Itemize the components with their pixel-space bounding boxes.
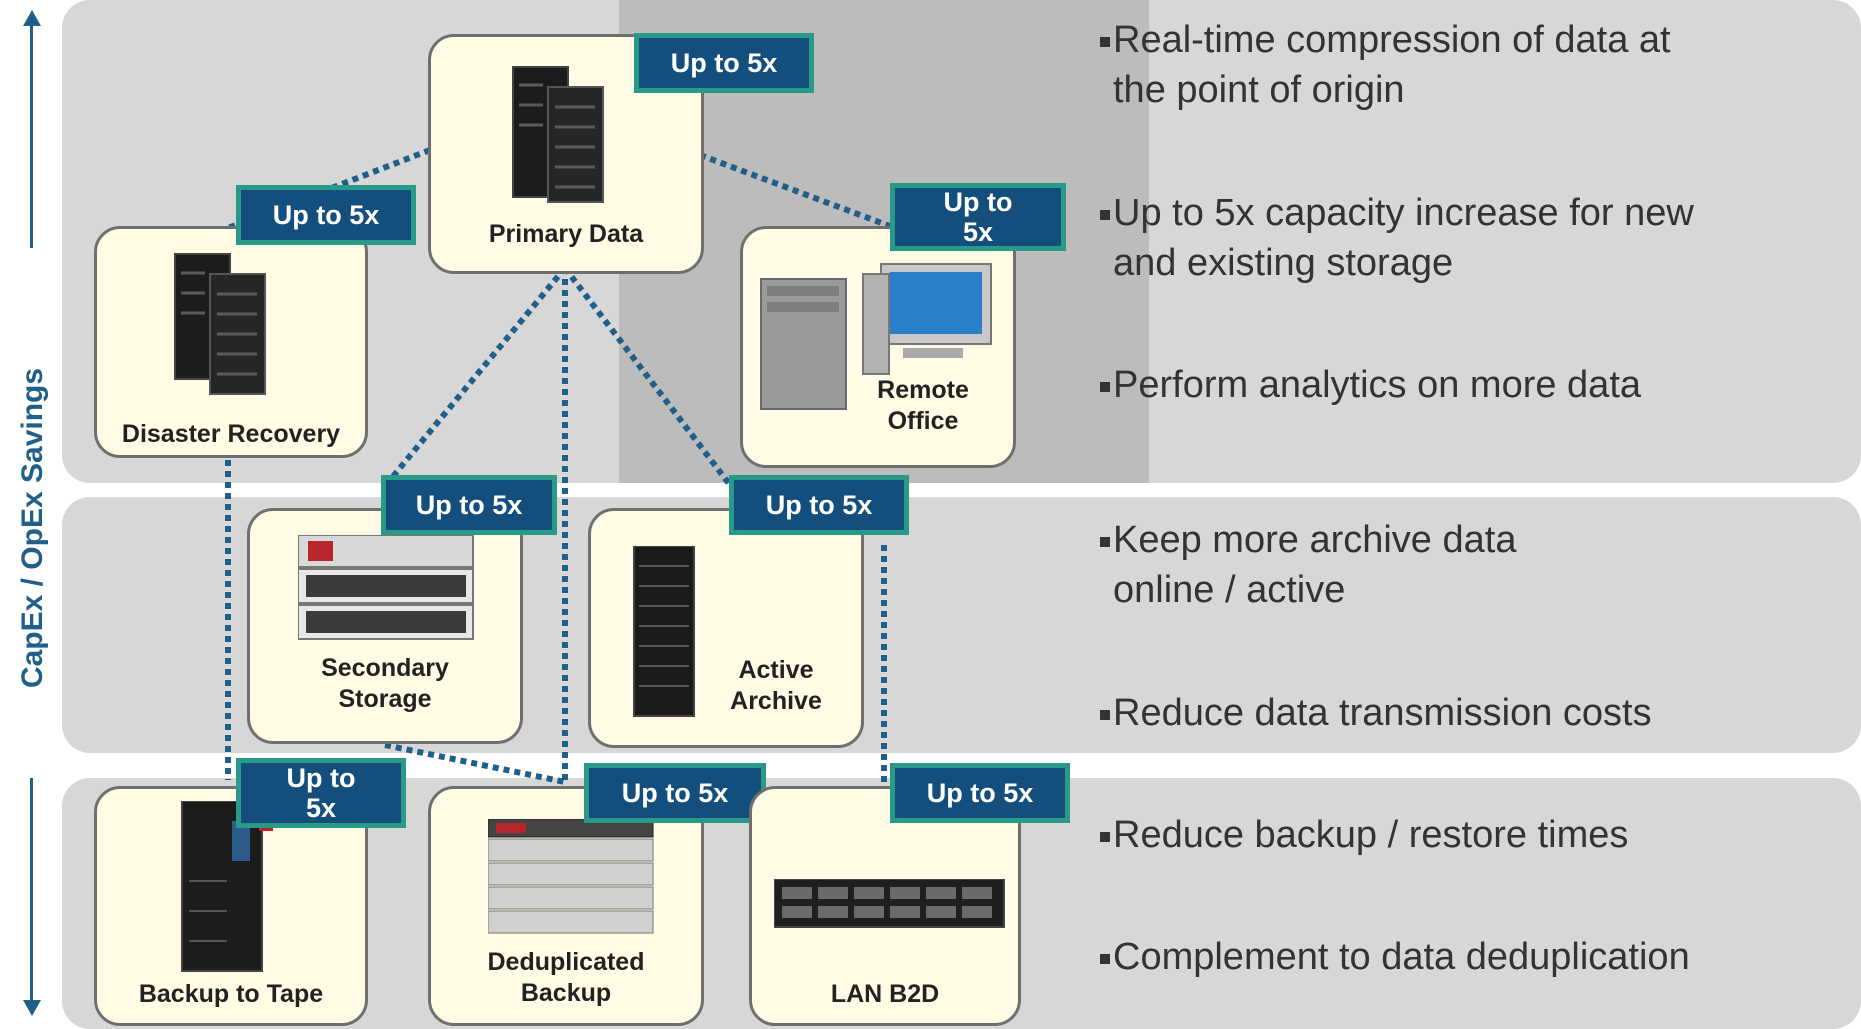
storage-array-icon	[298, 535, 474, 640]
archive-tower-icon	[633, 546, 695, 717]
desktop-computer-icon	[760, 263, 992, 410]
axis-line-bottom	[30, 778, 33, 1002]
disk-array-icon	[774, 879, 1005, 928]
badge-remote: Up to 5x	[890, 183, 1066, 251]
node-label-line2: Office	[887, 407, 959, 435]
badge-tape: Up to 5x	[236, 758, 406, 828]
axis-line-top	[30, 24, 33, 248]
bullet-line2: online / active	[1113, 569, 1346, 611]
badge-line2: 5x	[305, 793, 337, 823]
bullet-line1: Complement to data deduplication	[1113, 936, 1690, 978]
node-primary-data: Primary Data	[428, 34, 704, 274]
bullet-item: Reduce backup / restore times	[1100, 810, 1629, 860]
bullet-line2: and existing storage	[1113, 242, 1454, 284]
badge-primary: Up to 5x	[634, 33, 814, 93]
node-remote-office: Remote Office	[740, 226, 1016, 468]
bullet-line1: Reduce backup / restore times	[1113, 814, 1629, 856]
bullet-line1: Up to 5x capacity increase for new	[1113, 192, 1694, 234]
node-label-line1: Remote	[877, 376, 969, 404]
bullet-item: Perform analytics on more data	[1100, 360, 1642, 410]
badge-line1: Up to	[286, 763, 356, 793]
node-label-line2: Archive	[730, 687, 822, 715]
bullet-item: Complement to data deduplication	[1100, 932, 1690, 982]
badge-lan: Up to 5x	[890, 763, 1070, 823]
server-rack-icon	[512, 66, 604, 203]
node-label: Primary Data	[488, 220, 644, 248]
node-active-archive: Active Archive	[588, 508, 864, 748]
node-lan-b2d: LAN B2D	[749, 786, 1021, 1026]
bullet-line1: Perform analytics on more data	[1113, 364, 1642, 406]
bullet-item: Keep more archive data online / active	[1100, 515, 1517, 615]
bullet-marker	[1100, 710, 1110, 720]
node-label: Backup to Tape	[138, 980, 324, 1008]
bullet-item: Up to 5x capacity increase for new and e…	[1100, 188, 1694, 288]
bullet-line2: the point of origin	[1113, 69, 1405, 111]
node-label: LAN B2D	[830, 980, 940, 1008]
bullet-line1: Reduce data transmission costs	[1113, 692, 1652, 734]
bullet-marker	[1100, 37, 1110, 47]
tape-library-icon	[181, 801, 273, 972]
bullet-line1: Real-time compression of data at	[1113, 19, 1671, 61]
node-label: Disaster Recovery	[121, 420, 341, 448]
node-secondary-storage: Secondary Storage	[247, 508, 523, 744]
node-label-line2: Storage	[338, 685, 432, 713]
server-rack-icon	[174, 253, 266, 395]
bullet-marker	[1100, 210, 1110, 220]
link-primary-remote	[698, 152, 897, 231]
badge-line2: 5x	[962, 217, 994, 247]
badge-secondary: Up to 5x	[381, 475, 557, 535]
node-disaster-recovery: Disaster Recovery	[94, 226, 368, 458]
disk-enclosure-icon	[488, 819, 654, 934]
badge-disaster: Up to 5x	[236, 185, 416, 245]
node-label-line1: Deduplicated	[487, 948, 645, 976]
bullet-line1: Keep more archive data	[1113, 519, 1517, 561]
bullet-item: Real-time compression of data at the poi…	[1100, 15, 1671, 115]
bullet-marker	[1100, 382, 1110, 392]
arrow-down-icon	[23, 1000, 41, 1016]
bullet-marker	[1100, 954, 1110, 964]
bullet-item: Reduce data transmission costs	[1100, 688, 1652, 738]
badge-archive: Up to 5x	[729, 475, 909, 535]
badge-line1: Up to	[943, 187, 1013, 217]
link-primary-secondary	[387, 266, 568, 482]
bullet-marker	[1100, 832, 1110, 842]
node-label-line1: Active	[738, 656, 814, 684]
link-primary-archive	[562, 266, 733, 487]
badge-dedup: Up to 5x	[584, 763, 766, 823]
arrow-up-icon	[23, 10, 41, 26]
link-secondary-dedup	[384, 742, 566, 785]
node-label-line1: Secondary	[321, 654, 449, 682]
node-label-line2: Backup	[520, 979, 612, 1007]
node-deduplicated-backup: Deduplicated Backup	[428, 786, 704, 1026]
bullet-marker	[1100, 537, 1110, 547]
